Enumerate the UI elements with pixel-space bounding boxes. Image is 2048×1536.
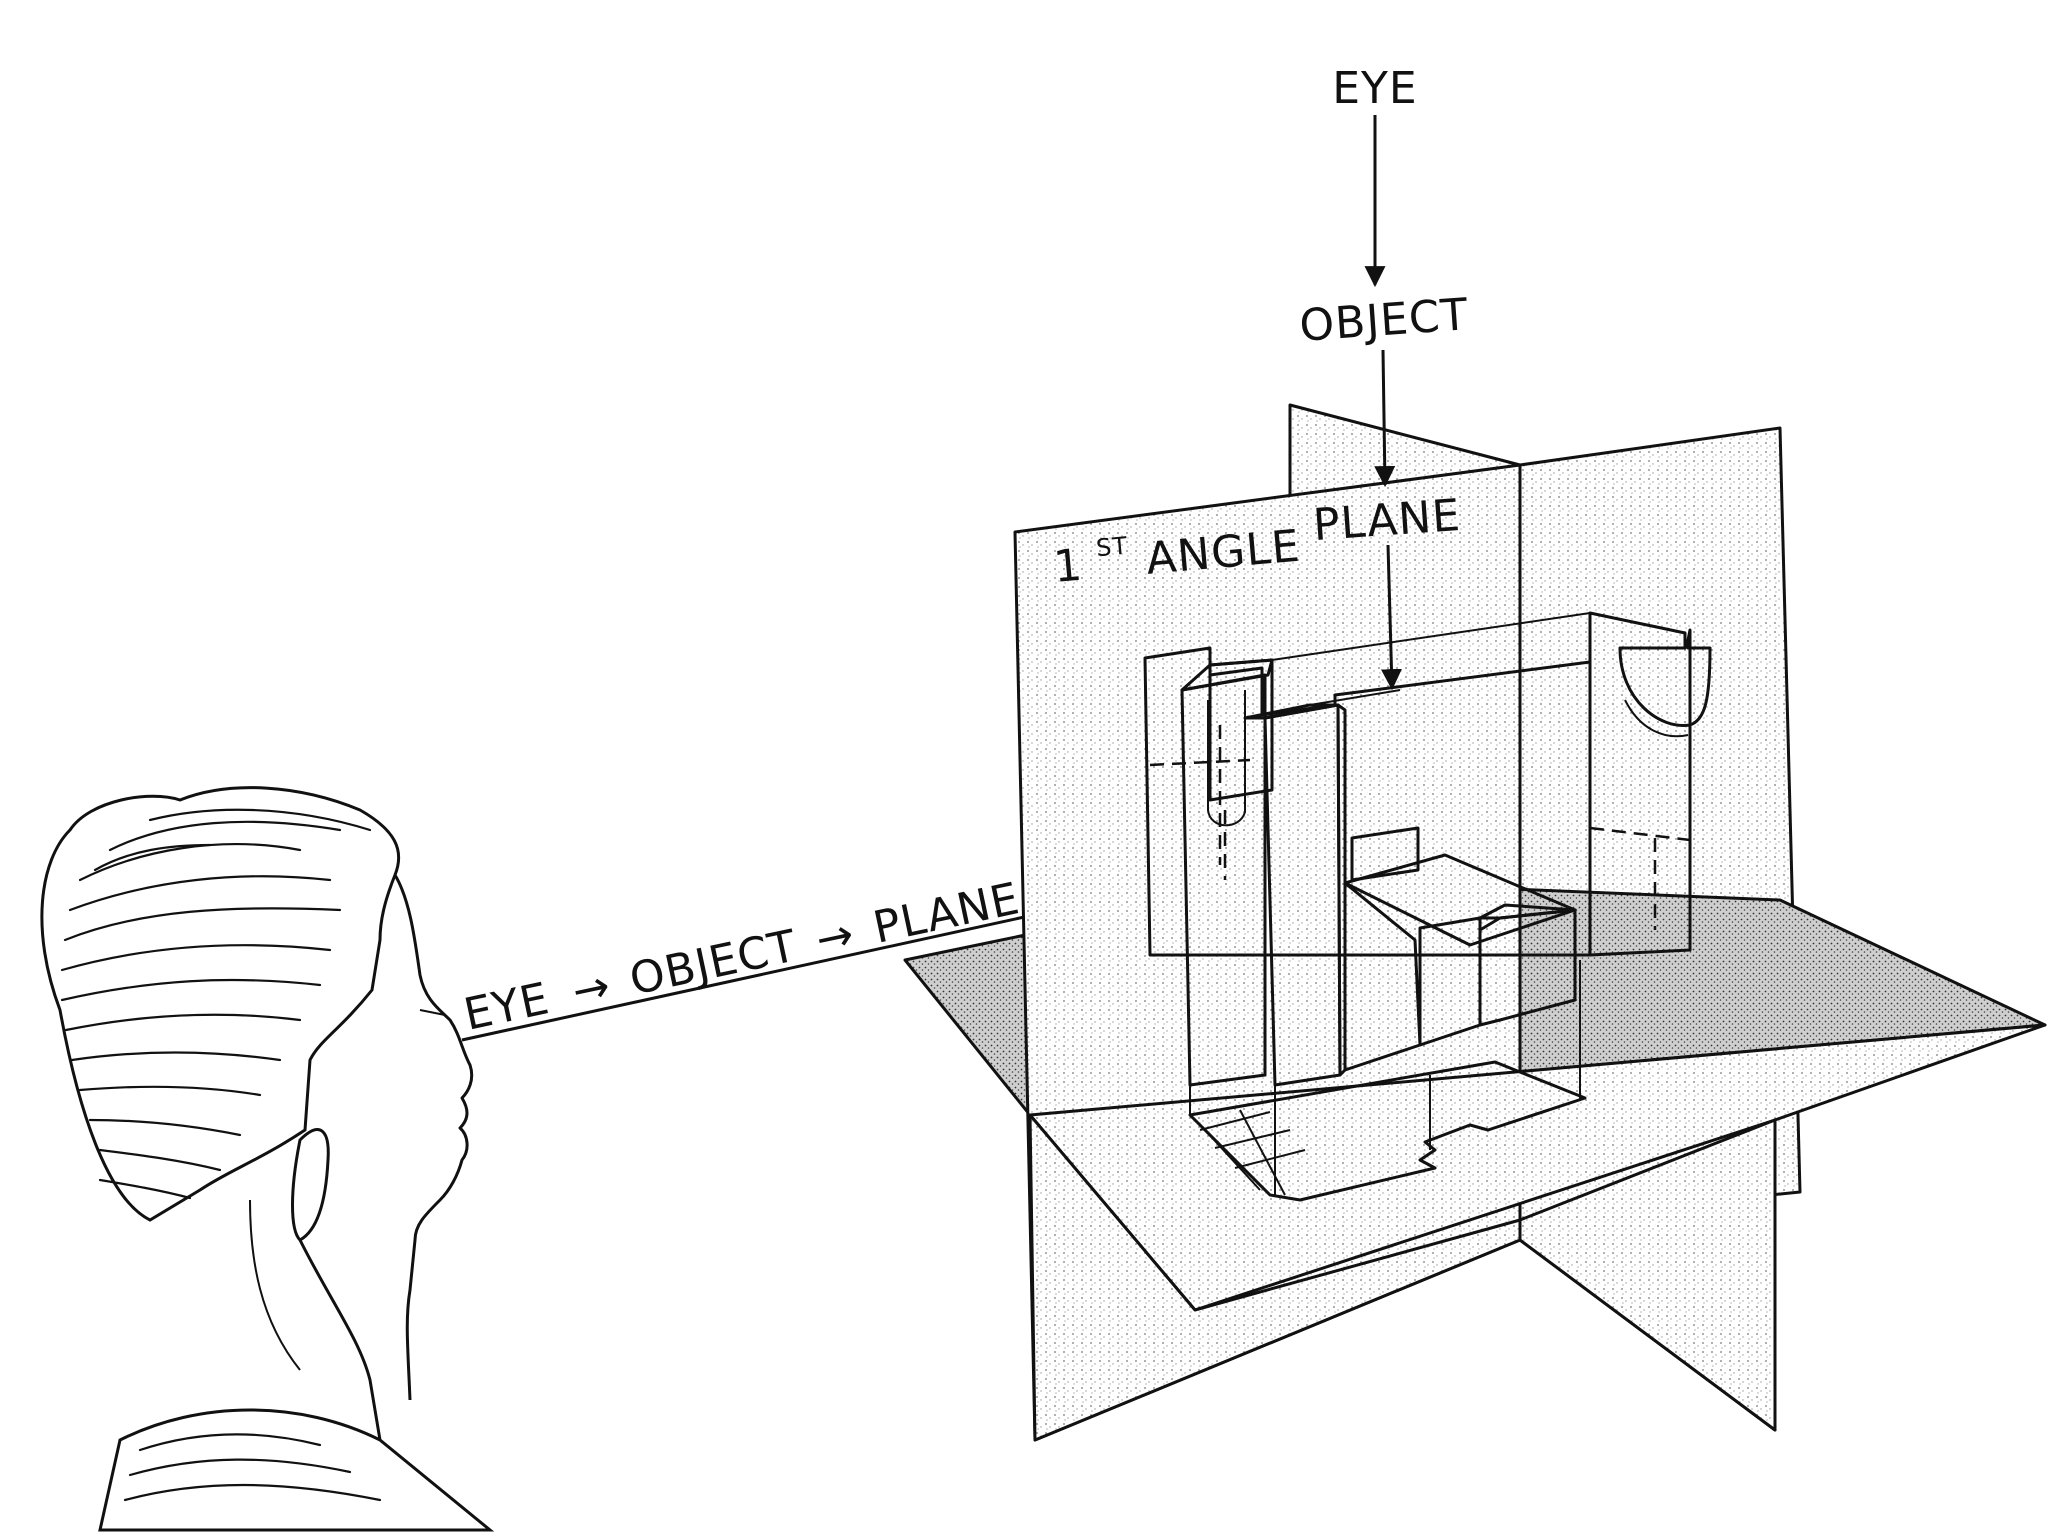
object-upright-side <box>1208 658 1274 802</box>
angle-superscript: ST <box>1095 532 1129 563</box>
hair-strokes <box>60 808 372 1200</box>
plan-line-5 <box>1204 1129 1261 1191</box>
ear <box>291 1128 330 1242</box>
object-inner-window <box>1350 826 1420 882</box>
neck-line <box>249 1199 301 1371</box>
top-arrow-2 <box>1374 349 1396 488</box>
angle-prefix: 1 <box>1052 540 1085 593</box>
projector-lines <box>1189 612 1591 1195</box>
sight-arrow-1: → <box>568 960 616 1018</box>
side-hidden-1 <box>1589 826 1691 842</box>
plan-line-3 <box>1234 1149 1306 1169</box>
sight-eye-label: EYE <box>460 973 554 1041</box>
sight-arrow-2: → <box>811 908 859 966</box>
plan-line-1 <box>1199 1111 1271 1131</box>
object-slot <box>1207 690 1246 827</box>
sight-object-label: OBJECT <box>625 920 801 1005</box>
observer-figure <box>40 786 495 1532</box>
sight-arrow <box>461 888 1128 1042</box>
plan-line-4 <box>1239 1109 1286 1196</box>
projector-top-2 <box>1309 689 1401 706</box>
face <box>393 874 474 1401</box>
jaw <box>298 1239 382 1441</box>
plan-line-2 <box>1214 1129 1291 1149</box>
collar <box>98 1408 495 1532</box>
top-view-arrow: EYE OBJECT PLANE <box>1298 63 1470 691</box>
top-object-label: OBJECT <box>1298 289 1470 352</box>
top-plane-label: PLANE <box>1311 490 1462 551</box>
hair <box>40 786 401 1222</box>
projection-planes <box>903 403 2047 1442</box>
front-hidden-1 <box>1149 758 1251 767</box>
top-eye-label: EYE <box>1332 63 1417 114</box>
side-view-outline <box>1588 611 1712 957</box>
object-step-right-top <box>1478 903 1577 920</box>
eye-mark <box>419 1009 446 1016</box>
collar-shading <box>123 1433 382 1502</box>
profile-plane-lower <box>1518 1118 1777 1432</box>
top-arrow-3 <box>1380 544 1402 691</box>
projector-top <box>1271 612 1591 661</box>
side-view <box>1588 611 1712 957</box>
side-slot-arc <box>1624 699 1689 738</box>
